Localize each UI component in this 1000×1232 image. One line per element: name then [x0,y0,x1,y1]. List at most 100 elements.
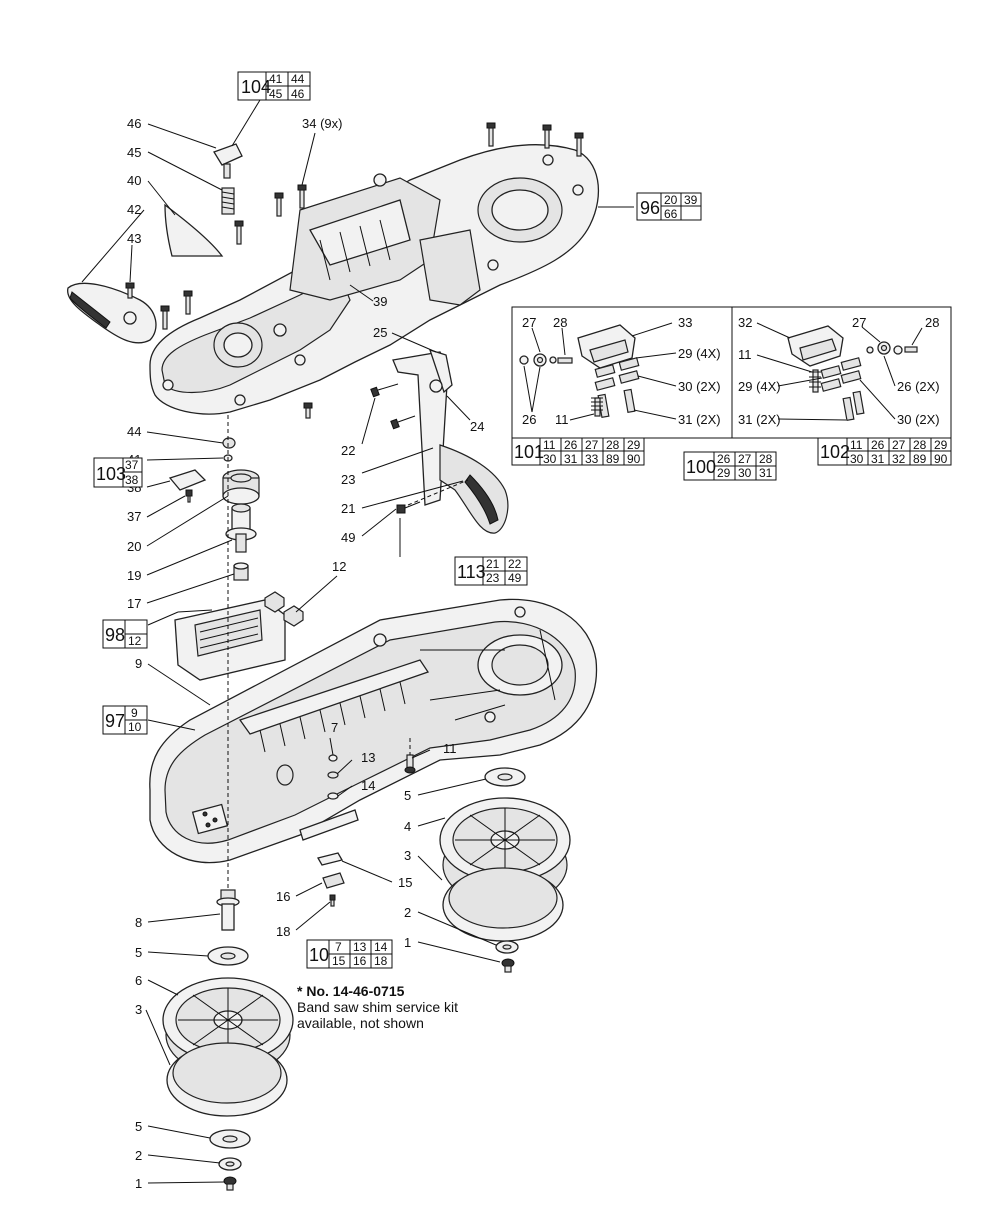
svg-text:49: 49 [508,571,522,585]
svg-text:46: 46 [291,87,305,101]
callout-4: 4 [404,819,411,834]
callout-1a: 1 [404,935,411,950]
screw-49 [396,501,421,514]
svg-text:31: 31 [871,452,885,466]
svg-text:28: 28 [759,452,773,466]
callout-detail-31a: 31 (2X) [678,412,721,427]
callout-49: 49 [341,530,355,545]
callout-34: 34 (9x) [302,116,342,131]
svg-text:11: 11 [850,438,863,452]
svg-text:18: 18 [374,954,388,968]
svg-text:15: 15 [332,954,346,968]
svg-text:113: 113 [457,562,486,582]
svg-text:31: 31 [564,452,578,466]
svg-text:12: 12 [128,634,142,648]
part-2a-washer [495,940,519,954]
svg-text:89: 89 [913,452,927,466]
callout-21: 21 [341,501,355,516]
part-19-spindle [225,503,257,553]
svg-text:7: 7 [335,940,342,954]
callout-detail-27a: 27 [522,315,536,330]
kit-100: 100 26 27 28 29 30 31 [683,451,777,481]
svg-text:29: 29 [717,466,731,480]
callout-13: 13 [361,750,375,765]
callout-14: 14 [361,778,375,793]
screw-22 [370,383,399,398]
part-45-spring [221,187,235,215]
part-46-knob [213,143,243,179]
svg-text:23: 23 [486,571,500,585]
svg-text:22: 22 [508,557,522,571]
svg-text:27: 27 [738,452,752,466]
callout-40: 40 [127,173,141,188]
svg-text:29: 29 [627,438,641,452]
part-17-bushing [233,562,249,581]
part-9-lower-housing [149,598,598,864]
part-44-nut [222,437,236,449]
callout-39: 39 [373,294,387,309]
callout-46: 46 [127,116,141,131]
callout-detail-29b: 29 (4X) [738,379,781,394]
svg-text:101: 101 [514,442,544,462]
callout-5a: 5 [404,788,411,803]
callout-43: 43 [127,231,141,246]
callout-detail-29a: 29 (4X) [678,346,721,361]
svg-text:38: 38 [125,473,139,487]
part-3b-tire [166,1042,288,1117]
callout-2a: 2 [404,905,411,920]
callout-45: 45 [127,145,141,160]
callout-16: 16 [276,889,290,904]
part-14 [327,792,339,800]
part-4-wheel [439,797,571,906]
upper-cover-housing [149,144,600,415]
svg-text:10: 10 [128,720,142,734]
note-title: * No. 14-46-0715 [297,983,405,999]
callout-detail-31b: 31 (2X) [738,412,781,427]
part-40-sector [164,203,224,257]
callout-detail-28b: 28 [925,315,939,330]
svg-text:41: 41 [269,72,283,86]
callout-1b: 1 [135,1176,142,1191]
svg-text:104: 104 [241,77,271,97]
part-16-block [322,872,345,889]
kit-boxes: 104 41 44 45 46 96 20 39 66 103 37 38 [93,71,952,969]
callout-15: 15 [398,875,412,890]
svg-text:20: 20 [664,193,678,207]
callout-detail-11b: 11 [738,347,752,362]
callout-detail-32: 32 [738,315,752,330]
callout-8: 8 [135,915,142,930]
part-13 [327,771,339,779]
service-kit-note: * No. 14-46-0715 Band saw shim service k… [297,983,458,1031]
part-18-screw [329,894,336,907]
svg-text:13: 13 [353,940,367,954]
part-42-handle [67,282,157,344]
svg-text:30: 30 [543,452,557,466]
callout-detail-30b: 30 (2X) [897,412,940,427]
callout-6: 6 [135,973,142,988]
part-5b-washer [207,946,249,966]
part-5c-washer [209,1129,251,1149]
part-5a-washer [484,767,526,787]
svg-text:9: 9 [131,706,138,720]
svg-text:39: 39 [684,193,698,207]
svg-text:27: 27 [892,438,906,452]
part-2b-washer [218,1157,242,1171]
kit-97: 97 9 10 [102,705,148,735]
callout-detail-27b: 27 [852,315,866,330]
callout-24: 24 [470,419,484,434]
callout-detail-30a: 30 (2X) [678,379,721,394]
part-98-tension-assembly [174,599,286,681]
svg-text:16: 16 [353,954,367,968]
svg-text:32: 32 [892,452,906,466]
svg-text:89: 89 [606,452,620,466]
part-3a-tire [442,867,564,942]
callout-42: 42 [127,202,141,217]
svg-text:102: 102 [820,442,850,462]
svg-text:30: 30 [738,466,752,480]
svg-text:26: 26 [871,438,885,452]
callout-18: 18 [276,924,290,939]
callout-5b: 5 [135,945,142,960]
callout-19: 19 [127,568,141,583]
kit-98: 98 12 [102,619,148,649]
